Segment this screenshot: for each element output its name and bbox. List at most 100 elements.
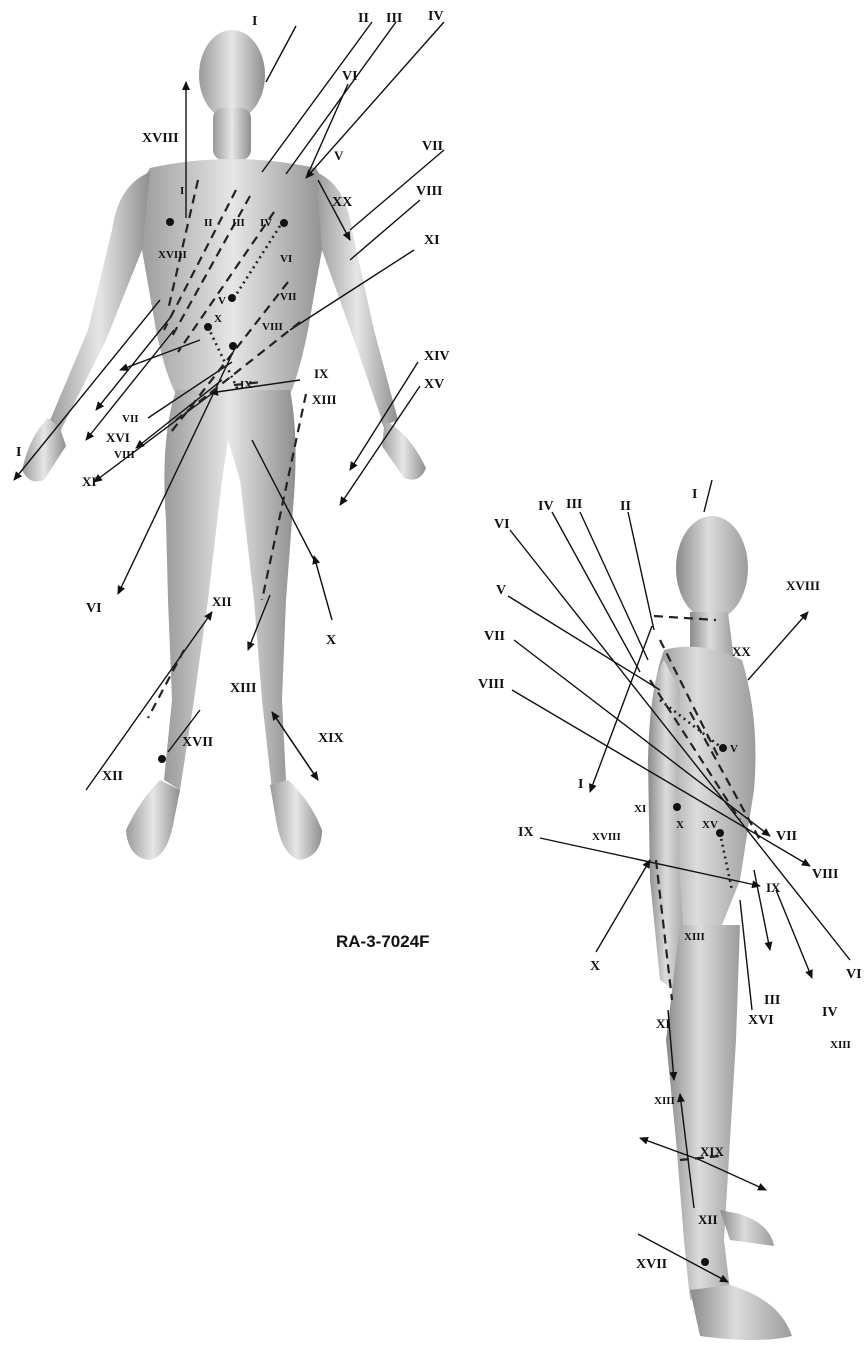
front-label-I-left: I — [16, 445, 21, 460]
side-label-VI-right: VI — [846, 967, 862, 982]
side-ray-I-top — [704, 480, 712, 512]
front-chest-label-VII: VII — [280, 291, 297, 303]
side-label-XVII: XVII — [636, 1257, 667, 1272]
side-label-XIII-leg: XIII — [654, 1095, 675, 1107]
front-right-hand — [22, 418, 66, 482]
front-wound-dot — [158, 755, 166, 763]
front-ray-I-left — [14, 300, 160, 480]
side-legs — [666, 925, 740, 1300]
front-ray-X — [314, 556, 332, 620]
front-label-III-top: III — [386, 11, 402, 26]
front-label-I-top: I — [252, 14, 257, 29]
side-label-IX-left: IX — [518, 825, 534, 840]
side-label-VI-left: VI — [494, 517, 510, 532]
side-label-III-lower: III — [764, 993, 780, 1008]
side-label-V-body: V — [730, 743, 738, 755]
side-ray-IV — [552, 512, 640, 672]
side-label-XIII-body: XIII — [684, 931, 705, 943]
front-label-XIII-right: XIII — [312, 392, 337, 407]
front-chest-label-V: V — [218, 295, 226, 307]
side-wound-dot — [719, 744, 727, 752]
front-label-XIX: XIX — [318, 731, 344, 746]
front-label-XIII-lower: XIII — [230, 681, 256, 696]
side-ray-III — [580, 512, 648, 660]
side-label-XVIII-mid: XVIII — [592, 831, 621, 843]
front-label-XVI: XVI — [106, 430, 130, 445]
side-label-XII: XII — [698, 1212, 718, 1227]
side-label-XVIII-right: XVIII — [786, 578, 820, 593]
side-label-XIII-small: XIII — [830, 1039, 851, 1051]
side-label-XV-body: XV — [702, 819, 718, 831]
side-label-VII-right: VII — [776, 829, 797, 844]
side-label-XX: XX — [732, 644, 751, 659]
front-ray-IV — [306, 22, 444, 178]
front-right-foot — [126, 780, 180, 860]
front-label-VIII-right: VIII — [416, 184, 442, 199]
front-left-hand — [380, 418, 426, 480]
side-ray-V — [508, 596, 660, 690]
side-wound-dot — [701, 1258, 709, 1266]
side-label-V-left: V — [496, 583, 506, 598]
side-label-X-body: X — [676, 819, 684, 831]
side-label-IV-top: IV — [538, 499, 554, 514]
side-ray-XVI — [740, 900, 752, 1010]
front-left-arm — [316, 172, 398, 426]
front-label-VII-small: VII — [122, 413, 139, 425]
front-label-XII-right: XII — [212, 594, 232, 609]
front-label-II-top: II — [358, 11, 369, 26]
side-label-I-top: I — [692, 487, 697, 502]
front-right-arm — [48, 172, 150, 432]
side-ray-IV-lower — [776, 890, 812, 978]
front-chest-label-VI: VI — [280, 253, 292, 265]
front-ray-I-top — [266, 26, 296, 82]
front-left-foot — [270, 780, 322, 860]
side-label-XI-mid: XI — [634, 803, 646, 815]
front-label-XVIII: XVIII — [142, 131, 179, 146]
front-chest-label-II: II — [204, 217, 213, 229]
front-label-XV: XV — [424, 377, 444, 392]
side-label-II-top: II — [620, 499, 631, 514]
front-wound-dot — [280, 219, 288, 227]
front-label-XVII: XVII — [182, 735, 213, 750]
front-chest-label-XVIII: XVIII — [158, 249, 187, 261]
side-back-foot — [720, 1210, 774, 1246]
front-chest-label-IV: IV — [260, 217, 272, 229]
side-label-VIII-right: VIII — [812, 867, 838, 882]
side-label-XI-leg: XI — [656, 1016, 670, 1031]
front-ray-II — [262, 22, 372, 172]
side-figure — [648, 516, 792, 1340]
front-label-IV-top: IV — [428, 9, 444, 24]
front-label-XI-left: XI — [82, 474, 96, 489]
front-label-VIII-small: VIII — [114, 449, 135, 461]
side-label-VIII-left: VIII — [478, 677, 504, 692]
front-label-XII-left: XII — [102, 769, 123, 784]
side-label-XIX: XIX — [700, 1144, 724, 1159]
side-ray-X — [596, 860, 650, 952]
front-ray-VIII — [350, 200, 420, 260]
side-label-IV-lower: IV — [822, 1005, 838, 1020]
side-wound-dot — [673, 803, 681, 811]
front-chest-label-III: III — [232, 217, 245, 229]
side-label-I-lower: I — [578, 777, 583, 792]
front-label-V-upper: V — [334, 148, 344, 163]
side-label-XVI: XVI — [748, 1013, 774, 1028]
side-head — [676, 516, 748, 620]
side-ray-XVIII — [748, 612, 808, 680]
side-label-IX-right: IX — [766, 880, 781, 895]
side-label-III-top: III — [566, 497, 582, 512]
front-wound-dot — [166, 218, 174, 226]
side-ray-II — [628, 512, 654, 630]
front-label-XI-right: XI — [424, 233, 440, 248]
front-chest-label-VIII: VIII — [262, 321, 283, 333]
front-label-X-lower: X — [326, 633, 336, 648]
side-label-X-lower: X — [590, 959, 600, 974]
side-label-VII-left: VII — [484, 629, 505, 644]
front-neck — [213, 108, 251, 160]
front-label-XX: XX — [332, 195, 352, 210]
front-chest-label-I: I — [180, 185, 184, 197]
front-label-VI-upper: VI — [342, 69, 358, 84]
front-label-VI-lower: VI — [86, 601, 102, 616]
front-label-VII-right: VII — [422, 139, 443, 154]
figure-code: RA-3-7024F — [336, 932, 430, 952]
